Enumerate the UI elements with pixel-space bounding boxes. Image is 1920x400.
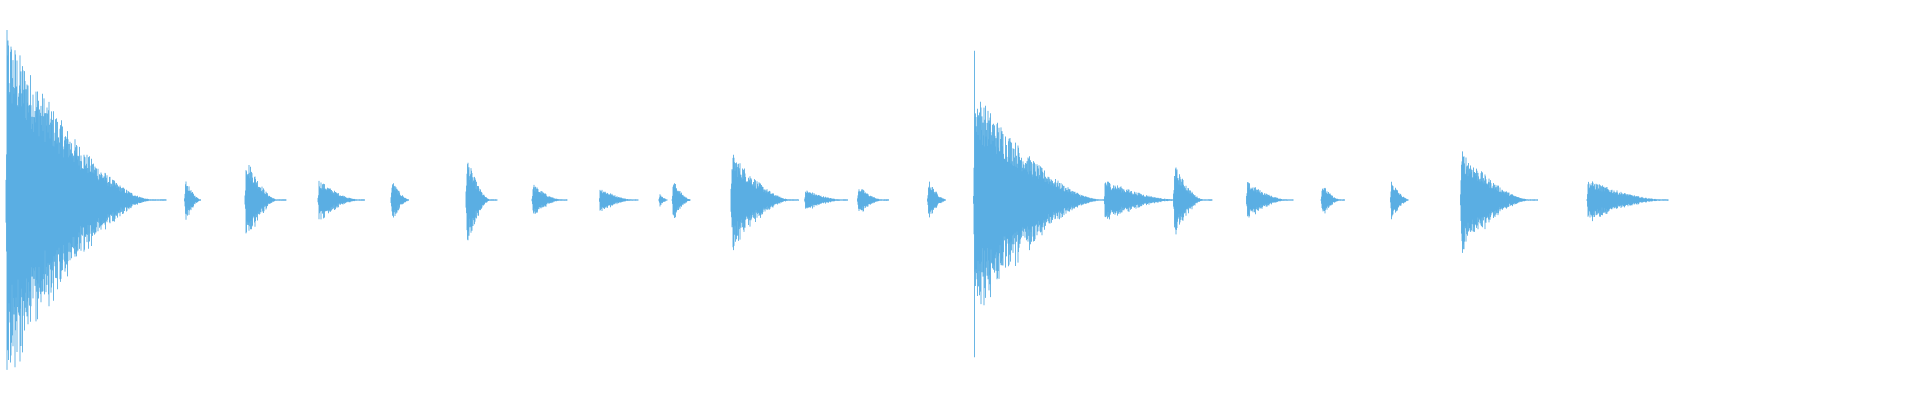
waveform-samples [5, 30, 1669, 370]
waveform-trace [5, 30, 1669, 370]
